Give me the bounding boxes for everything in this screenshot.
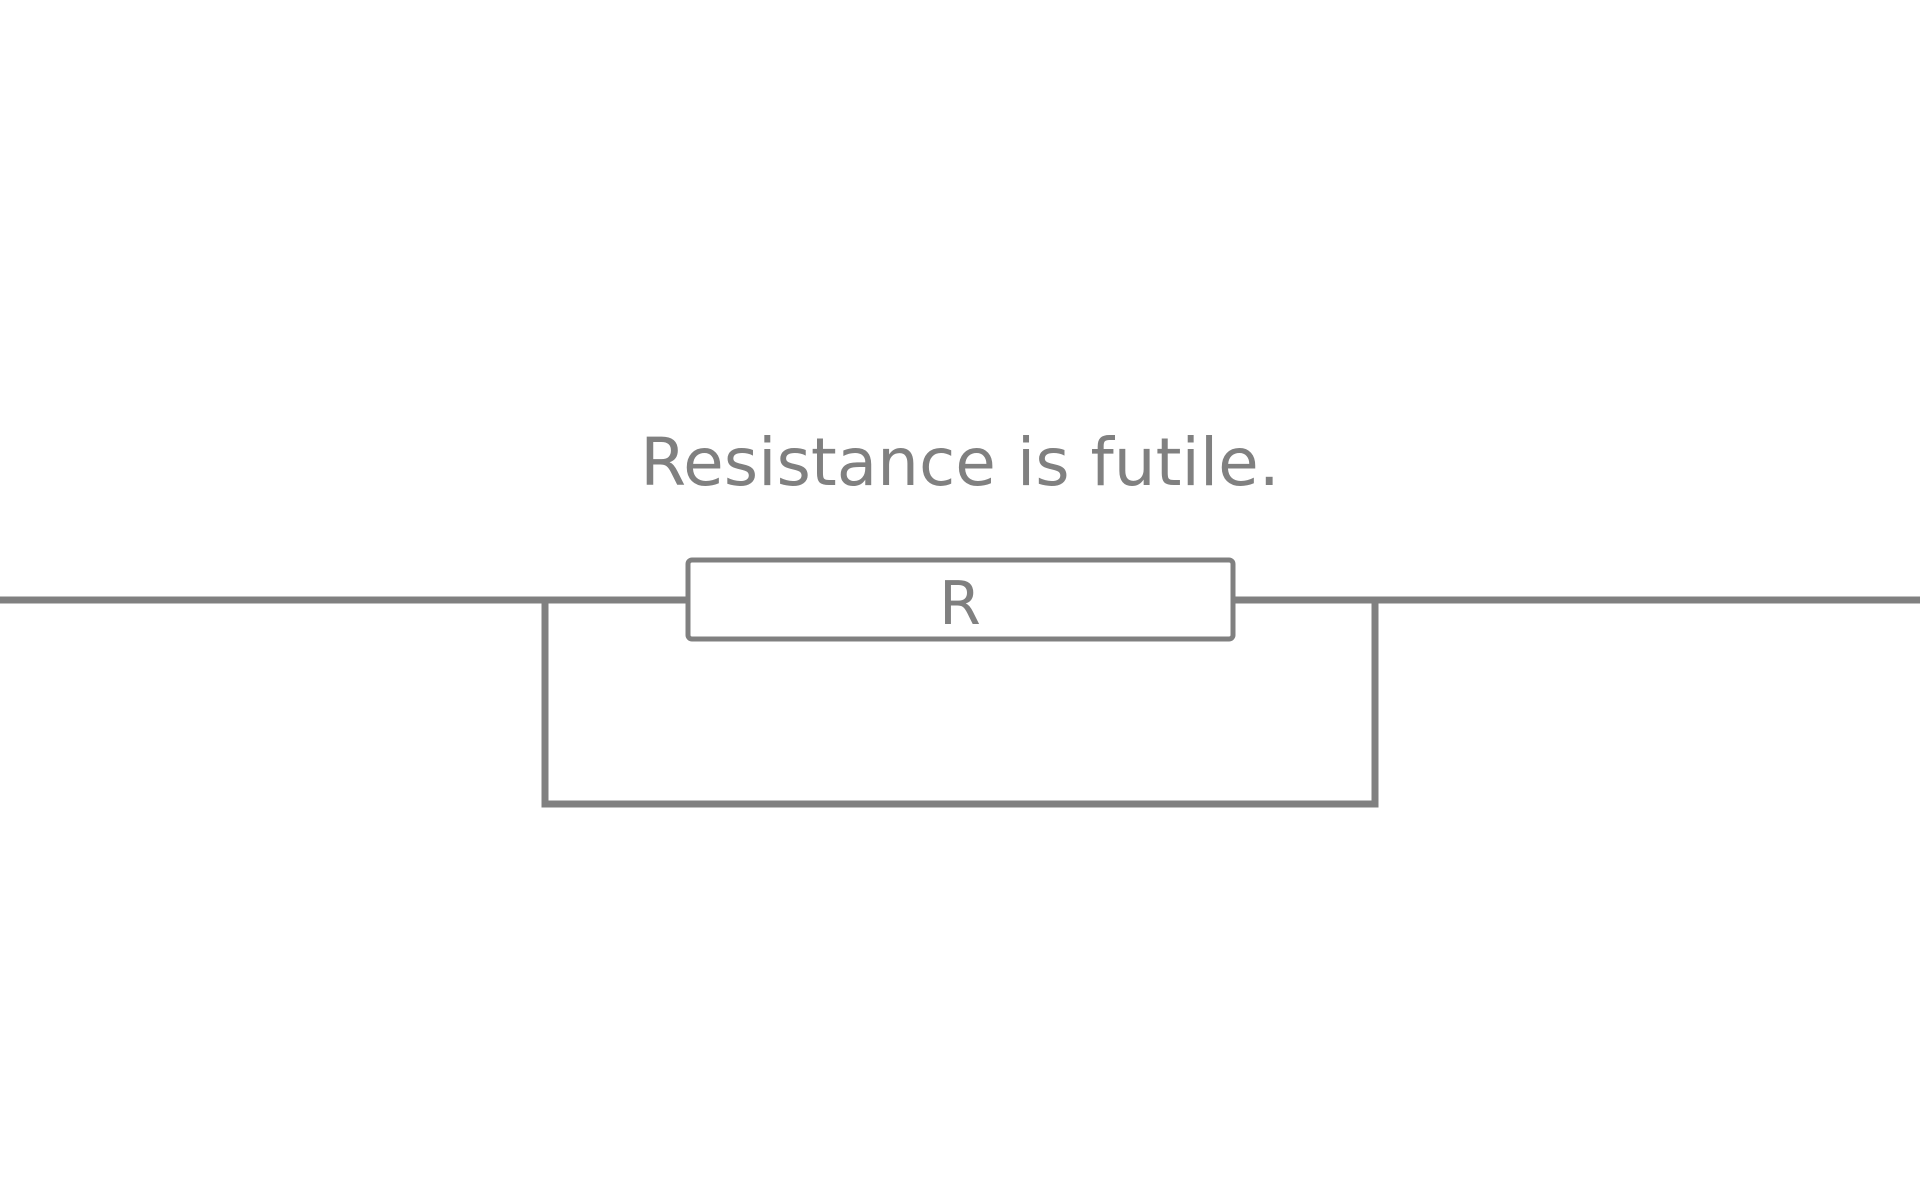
resistor-body	[685, 557, 1236, 642]
resistor-label: R	[939, 569, 981, 639]
caption: Resistance is futile.	[640, 424, 1280, 501]
bypass-wire	[541, 600, 1379, 808]
